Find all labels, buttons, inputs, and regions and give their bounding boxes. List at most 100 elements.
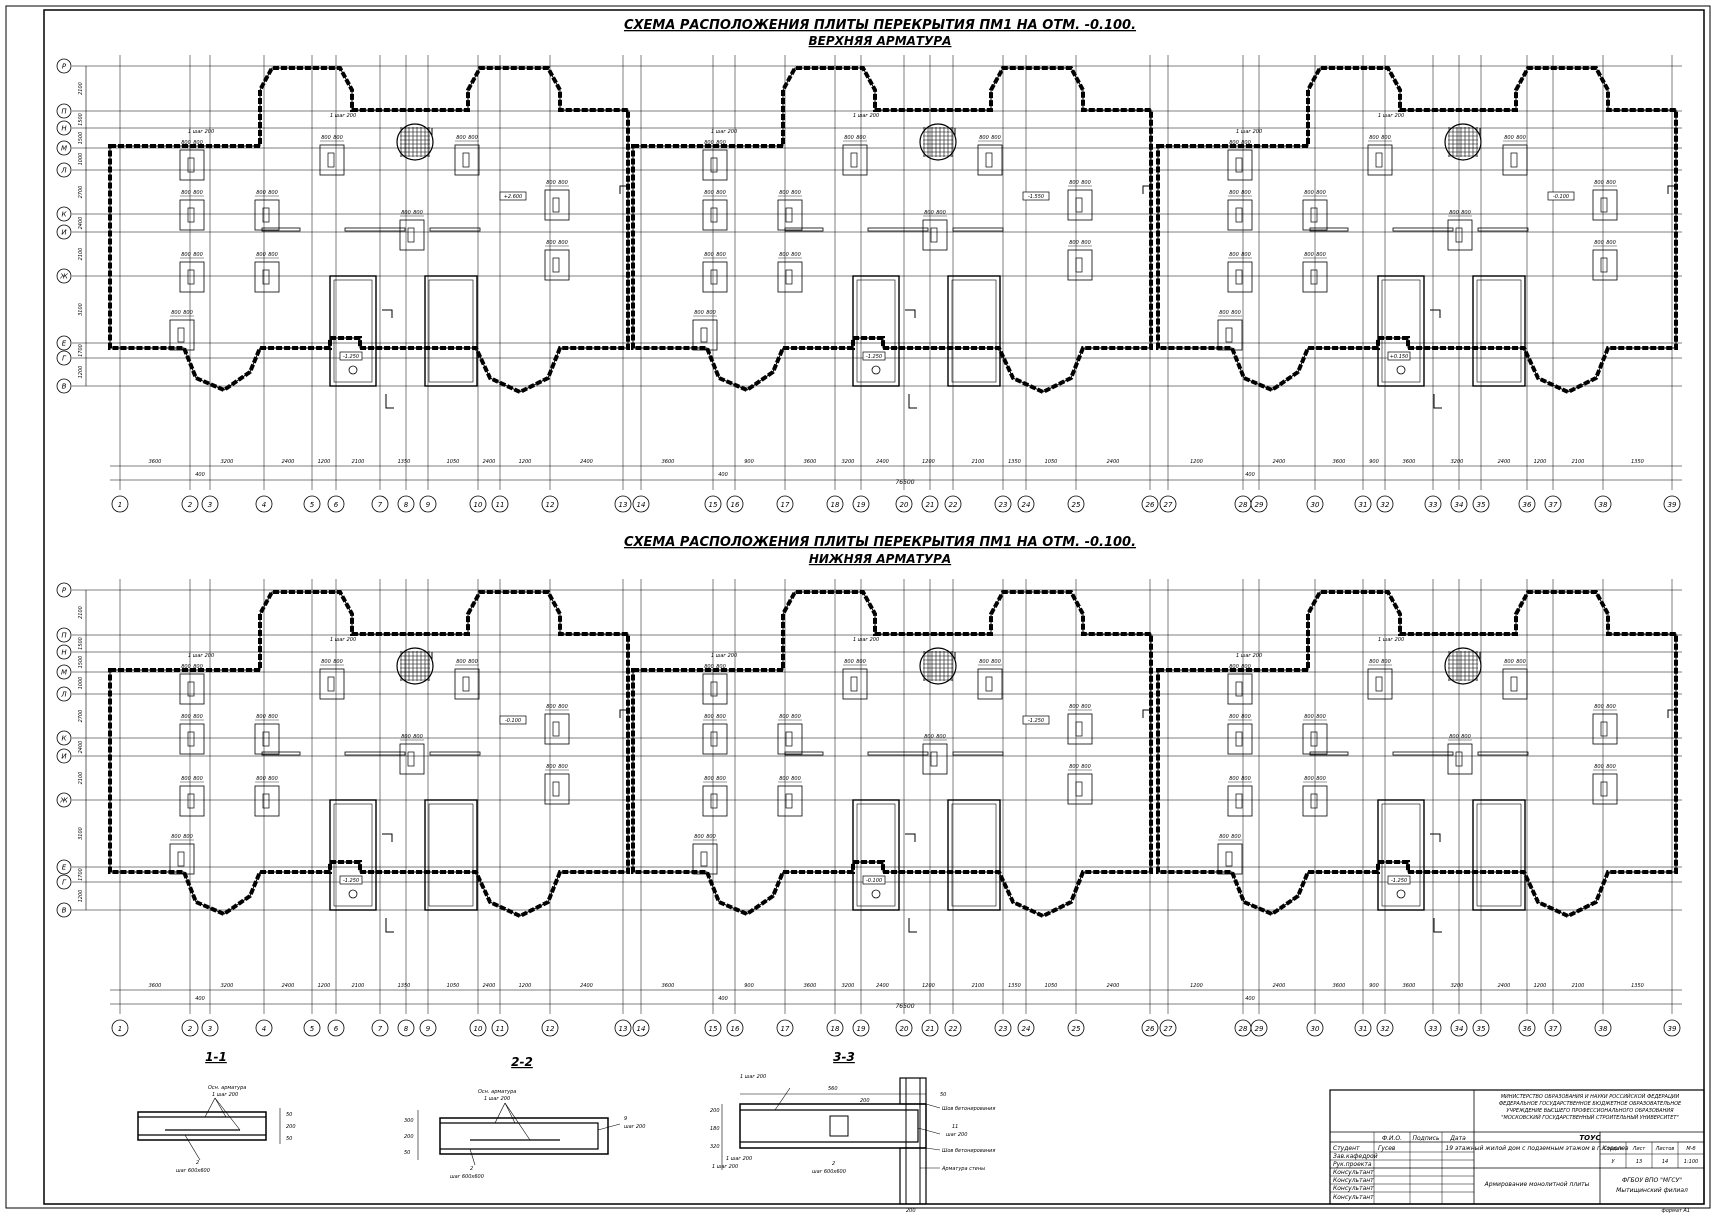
opening-dim: 800 — [268, 776, 278, 782]
opening-rebar-box — [702, 199, 728, 231]
axis-label: 3 — [208, 1025, 212, 1033]
section-cut-mark — [1667, 185, 1676, 194]
axis-label: М — [61, 145, 67, 153]
organization-short: ФГБОУ ВПО "МГСУ" — [1622, 1177, 1682, 1184]
opening — [1600, 721, 1608, 737]
axis-label: 15 — [709, 501, 718, 509]
opening-rebar-box — [977, 144, 1003, 176]
section-cut-mark — [382, 833, 393, 842]
column-dimension: 900 — [744, 983, 754, 989]
rebar-label: 1 шаг 200 — [711, 653, 737, 659]
opening — [710, 793, 718, 809]
column-dimension: 3600 — [662, 459, 675, 465]
wall-outline-inner — [109, 591, 629, 917]
stair-core — [852, 275, 900, 387]
opening-rebar-box — [1067, 713, 1093, 745]
axis-bubble — [56, 792, 72, 808]
axis-label: В — [62, 907, 67, 915]
opening-dim: 800 — [979, 135, 989, 141]
role-label: Зав.кафедрой — [1333, 1153, 1378, 1160]
axis-label: 18 — [831, 1025, 840, 1033]
stair-core-inner — [1476, 279, 1522, 383]
opening-rebar-box — [1227, 261, 1253, 293]
opening-dim: 800 — [546, 764, 556, 770]
opening-dim: 800 — [171, 310, 181, 316]
axis-label: Е — [62, 864, 67, 872]
axis-bubble — [371, 1019, 389, 1037]
level-mark-box — [862, 875, 886, 885]
wall-outline-inner — [109, 67, 629, 393]
column-dimension: 1350 — [1631, 983, 1644, 989]
axis-bubble — [201, 495, 219, 513]
strip-bar — [1477, 227, 1529, 232]
opening-dim: 800 — [333, 659, 343, 665]
rebar-label: 1 шаг 200 — [1236, 129, 1262, 135]
stair-core — [424, 275, 478, 387]
axis-bubble — [1017, 495, 1035, 513]
axis-bubble — [491, 495, 509, 513]
stair-core — [1472, 799, 1526, 911]
opening — [187, 681, 195, 697]
section-3-3-add-step: шаг 600х600 — [812, 1169, 846, 1175]
section-3-3-top-bar — [740, 1109, 919, 1143]
opening-dim: 800 — [256, 714, 266, 720]
opening-dim: 800 — [1316, 190, 1326, 196]
strip-bar — [344, 227, 406, 232]
opening-dim: 800 — [401, 734, 411, 740]
axis-bubble — [56, 103, 72, 119]
axis-label: 3 — [208, 501, 212, 509]
section-2-2-leader — [469, 1148, 476, 1166]
section-1-1-leader — [214, 1097, 227, 1118]
axis-bubble — [704, 1019, 722, 1037]
role-label: Студент — [1333, 1145, 1360, 1152]
opening-dim: 800 — [704, 252, 714, 258]
axis-label: 14 — [637, 1025, 646, 1033]
opening — [187, 207, 195, 223]
column-dimension: 2400 — [483, 459, 496, 465]
opening-rebar-box — [1302, 723, 1328, 755]
opening-dim: 800 — [791, 252, 801, 258]
section-3-3-seam-label: Шов бетонирования — [942, 1148, 995, 1154]
axis-label: Е — [62, 340, 67, 348]
axis-label: 22 — [949, 501, 958, 509]
axis-label: 25 — [1072, 1025, 1081, 1033]
axis-label: 8 — [404, 501, 409, 509]
section-cut-mark — [905, 309, 916, 318]
axis-bubble — [776, 495, 794, 513]
axis-label: 20 — [900, 501, 909, 509]
opening — [407, 227, 415, 243]
column-dimension: 1200 — [1190, 459, 1203, 465]
section-cut-mark — [619, 709, 628, 718]
axis-label: 19 — [857, 1025, 866, 1033]
section-3-3-dim-left-label: 200 — [710, 1108, 720, 1114]
section-cut-mark — [908, 394, 917, 409]
axis-label: 18 — [831, 501, 840, 509]
column-dimension: 3600 — [1403, 983, 1416, 989]
outer-frame — [5, 5, 1711, 1209]
opening-rebar-box — [702, 723, 728, 755]
axis-bubble — [397, 1019, 415, 1037]
opening — [1075, 197, 1083, 213]
opening — [1510, 676, 1518, 692]
column-dimension: 3200 — [1451, 459, 1464, 465]
axis-label: 7 — [378, 501, 383, 509]
opening-rebar-box — [1217, 319, 1243, 351]
opening — [177, 851, 185, 867]
section-1-1-dim: 200 — [286, 1124, 296, 1130]
axis-label: 4 — [262, 1025, 266, 1033]
column-dimension: 1200 — [1534, 459, 1547, 465]
column-dimension: 1050 — [447, 459, 460, 465]
column-dimension: 2400 — [1498, 459, 1511, 465]
axis-label: Ж — [59, 273, 68, 281]
column-dimension: 1200 — [1534, 983, 1547, 989]
axis-label: 15 — [709, 1025, 718, 1033]
org-line: "МОСКОВСКИЙ ГОСУДАРСТВЕННЫЙ СТРОИТЕЛЬНЫЙ… — [1501, 1114, 1679, 1121]
axis-bubble — [111, 1019, 129, 1037]
section-1-1-leader — [184, 1134, 201, 1161]
column-dimension: 2400 — [282, 459, 295, 465]
axis-label: 34 — [1455, 501, 1464, 509]
column-dimension: 3600 — [662, 983, 675, 989]
column-dimension: 1050 — [1045, 983, 1058, 989]
section-3-3-wall-lower — [899, 1147, 927, 1205]
section-2-2: 2-2 Осн. арматура 1 шаг 200 2 шаг 600х60… — [404, 1055, 645, 1180]
